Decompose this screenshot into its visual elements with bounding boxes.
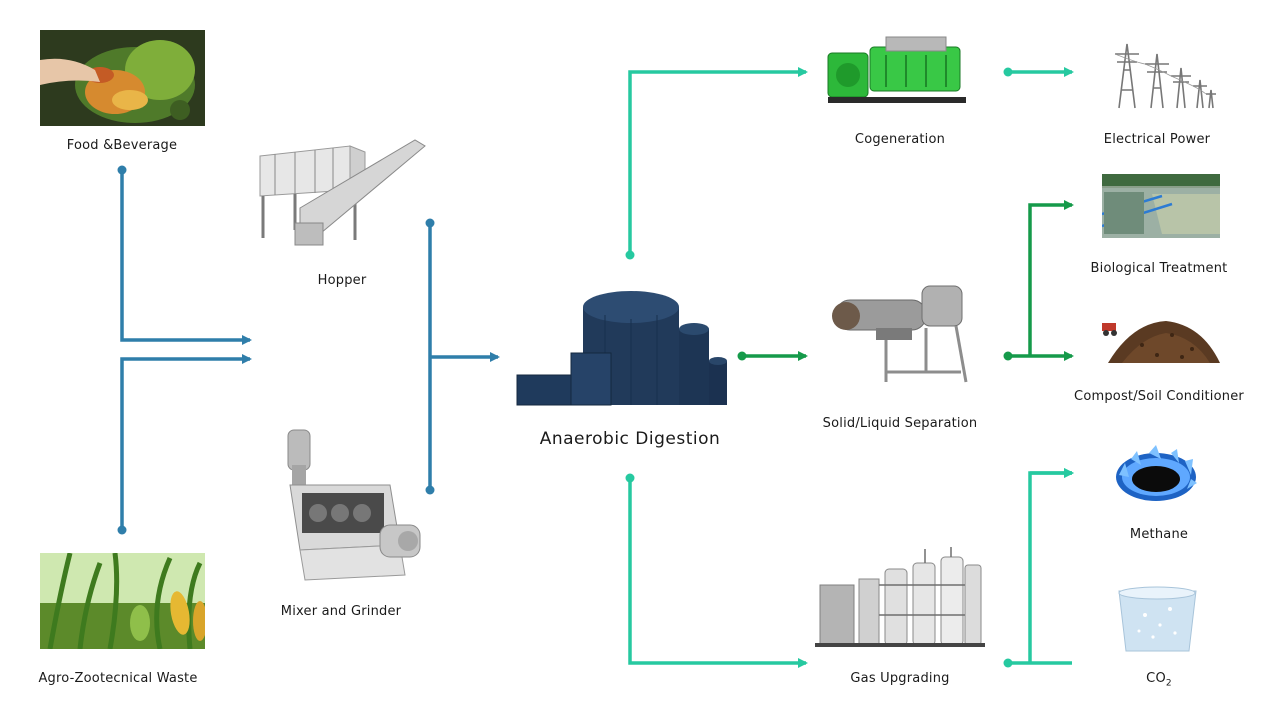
methane-flame-image — [1116, 445, 1197, 501]
separation-connector-dots — [737, 351, 1013, 361]
mixer-grinder-label: Mixer and Grinder — [280, 604, 402, 619]
hopper-image — [259, 139, 426, 246]
gas-connectors — [628, 67, 1072, 668]
agro-waste-label: Agro-Zootecnical Waste — [38, 671, 198, 686]
separator-image — [832, 285, 968, 383]
hopper-label: Hopper — [317, 273, 367, 288]
compost-label: Compost/Soil Conditioner — [1074, 389, 1244, 404]
power-pylons-image — [1114, 43, 1216, 109]
co2-main-text: CO — [1146, 671, 1166, 686]
digestion-to-upgrading-arrow — [628, 478, 808, 668]
gas-upgrading-image — [815, 547, 985, 647]
electrical-power-label: Electrical Power — [1103, 132, 1211, 147]
agro-to-hopper-arrow — [120, 354, 252, 530]
upgrading-split-arrows — [1008, 473, 1072, 665]
anaerobic-digestion-label: Anaerobic Digestion — [539, 429, 721, 449]
biological-treatment-photo — [1102, 174, 1220, 238]
separation-connectors — [742, 200, 1074, 361]
food-to-hopper-arrow — [120, 170, 252, 345]
co2-glass-image — [1118, 586, 1197, 652]
anaerobic-digester-image — [516, 291, 727, 406]
cogeneration-label: Cogeneration — [854, 132, 946, 147]
co2-label: CO2 — [1146, 671, 1172, 689]
biological-treatment-label: Biological Treatment — [1090, 261, 1228, 276]
food-beverage-label: Food &Beverage — [66, 138, 178, 153]
food-waste-photo — [40, 30, 205, 126]
feed-connectors — [120, 170, 500, 530]
solid-liquid-separation-label: Solid/Liquid Separation — [822, 416, 978, 431]
cogeneration-image — [827, 36, 966, 103]
agro-waste-photo — [40, 553, 205, 649]
co2-subscript: 2 — [1165, 678, 1172, 689]
separation-to-biological-arrow — [1028, 200, 1074, 356]
feed-connector-dots — [117, 165, 435, 535]
compost-pile-image — [1102, 321, 1220, 363]
digestion-to-cogeneration-arrow — [628, 67, 808, 255]
mixer-grinder-image — [287, 429, 421, 581]
methane-label: Methane — [1129, 527, 1189, 542]
gas-connector-dots — [625, 67, 1013, 668]
gas-upgrading-label: Gas Upgrading — [850, 671, 950, 686]
